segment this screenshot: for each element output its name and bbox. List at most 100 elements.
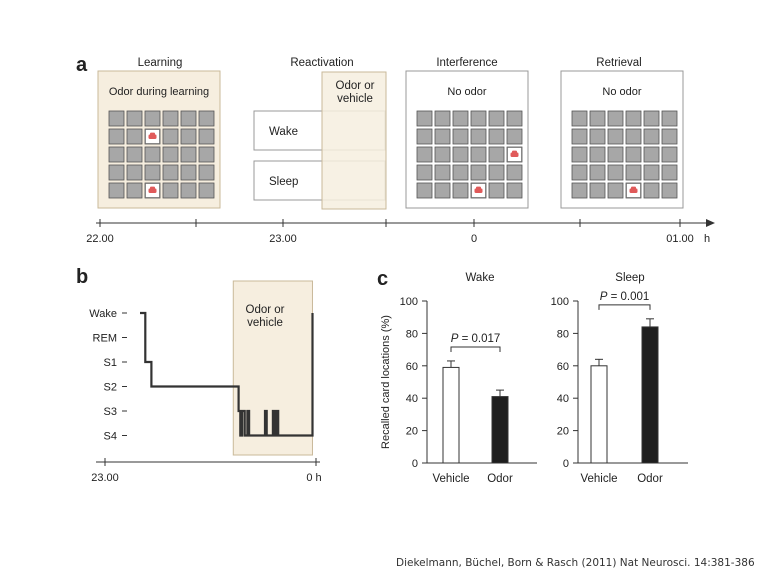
memory-card: [144, 164, 161, 181]
sleep-stage-label: S3: [104, 406, 117, 418]
chart-title: Wake: [466, 272, 495, 284]
memory-card: [643, 146, 660, 163]
category-label: Odor: [637, 473, 663, 485]
car-icon: [510, 152, 519, 157]
timeline-tick-label: 0: [471, 233, 477, 245]
bar-vehicle: [590, 365, 608, 464]
bar-odor: [641, 326, 659, 464]
car-icon: [629, 188, 638, 193]
memory-card: [126, 128, 143, 145]
memory-card: [180, 146, 197, 163]
memory-card: [470, 110, 487, 127]
y-tick-label: 80: [406, 328, 418, 340]
memory-card: [180, 110, 197, 127]
memory-card: [589, 164, 606, 181]
memory-card: [643, 128, 660, 145]
memory-card: [589, 128, 606, 145]
memory-card: [488, 146, 505, 163]
sleep-stage-label: S1: [104, 357, 117, 369]
odor-or-vehicle-box: [321, 71, 387, 210]
memory-card: [416, 110, 433, 127]
hypnogram-line: [140, 311, 314, 437]
memory-card: [589, 110, 606, 127]
memory-card: [108, 110, 125, 127]
memory-card: [416, 146, 433, 163]
panel-label-a: a: [76, 54, 88, 76]
memory-card: [434, 164, 451, 181]
car-roof: [150, 132, 155, 136]
y-tick-label: 80: [557, 328, 569, 340]
memory-card: [162, 128, 179, 145]
sleep-stage-label: S4: [104, 431, 117, 443]
memory-card: [506, 182, 523, 199]
memory-card: [571, 146, 588, 163]
y-tick-label: 60: [406, 361, 418, 373]
memory-card: [452, 164, 469, 181]
memory-card: [607, 128, 624, 145]
category-label: Odor: [487, 473, 513, 485]
memory-card: [434, 110, 451, 127]
memory-card: [162, 164, 179, 181]
memory-card: [488, 182, 505, 199]
memory-card: [470, 146, 487, 163]
condition-sleep: Sleep: [269, 176, 298, 188]
p-value-annotation: P = 0.017: [451, 333, 501, 345]
phase-title-2: Interference: [436, 57, 497, 69]
sleep-stage-label: S2: [104, 382, 117, 394]
phase-title-3: Retrieval: [596, 57, 641, 69]
phase-box-text-0: Odor during learning: [109, 86, 209, 98]
citation: Diekelmann, Büchel, Born & Rasch (2011) …: [396, 557, 755, 569]
memory-card: [416, 164, 433, 181]
memory-card: [488, 110, 505, 127]
memory-card: [198, 146, 215, 163]
timeline-tick-label: 23.00: [269, 233, 297, 245]
memory-card: [452, 128, 469, 145]
y-tick-label: 20: [406, 426, 418, 438]
y-tick-label: 40: [406, 393, 418, 405]
memory-card: [643, 164, 660, 181]
memory-card: [434, 182, 451, 199]
y-tick-label: 100: [551, 296, 569, 308]
memory-card: [607, 182, 624, 199]
memory-card: [452, 110, 469, 127]
y-tick-label: 20: [557, 426, 569, 438]
memory-card: [506, 164, 523, 181]
memory-card: [108, 182, 125, 199]
x-tick-label-end: 0 h: [306, 472, 321, 484]
memory-card: [452, 182, 469, 199]
car-roof: [631, 186, 636, 190]
timeline-arrow: [706, 219, 715, 227]
memory-card: [108, 164, 125, 181]
memory-card: [198, 110, 215, 127]
bar-odor: [491, 396, 509, 464]
p-value-annotation: P = 0.001: [600, 291, 650, 303]
phase-box-text-3: No odor: [602, 86, 641, 98]
memory-card: [198, 164, 215, 181]
memory-card: [126, 110, 143, 127]
memory-card: [198, 182, 215, 199]
memory-card: [506, 110, 523, 127]
panel-label-c: c: [377, 268, 388, 290]
memory-card: [571, 182, 588, 199]
significance-bracket: [598, 304, 651, 310]
memory-card: [643, 110, 660, 127]
memory-card: [661, 182, 678, 199]
car-roof: [150, 186, 155, 190]
memory-card: [162, 146, 179, 163]
y-axis-title: Recalled card locations (%): [380, 315, 392, 449]
panel-label-b: b: [76, 266, 88, 288]
phase-title-0: Learning: [138, 57, 183, 69]
category-label: Vehicle: [432, 473, 469, 485]
x-tick-label-start: 23.00: [91, 472, 119, 484]
memory-card: [126, 182, 143, 199]
memory-card: [180, 182, 197, 199]
memory-card: [661, 164, 678, 181]
memory-card: [488, 164, 505, 181]
memory-card: [198, 128, 215, 145]
memory-card: [607, 146, 624, 163]
car-icon: [474, 188, 483, 193]
memory-card: [589, 146, 606, 163]
